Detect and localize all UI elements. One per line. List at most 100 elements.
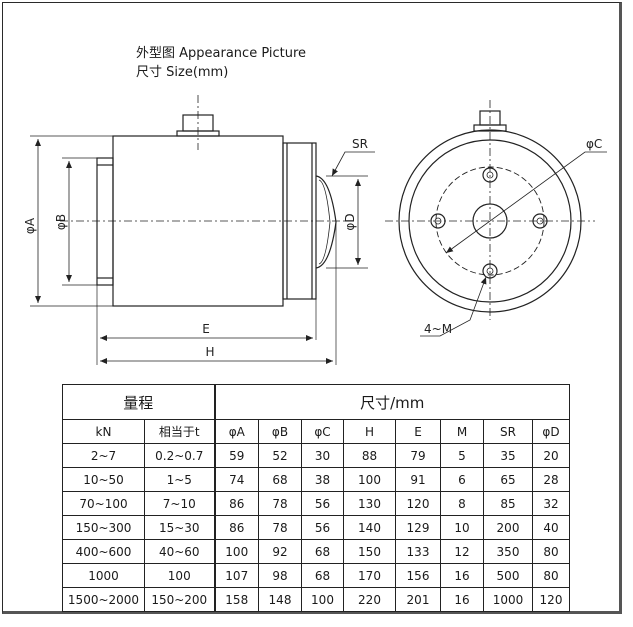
table-cell: 133 [395, 539, 441, 564]
table-cell: 100 [213, 539, 259, 564]
table-cell: 28 [532, 467, 570, 492]
table-cell: 6 [440, 467, 484, 492]
table-cell: 88 [343, 443, 396, 468]
table-cell: 78 [258, 515, 302, 540]
table-cell: 100 [301, 587, 344, 612]
table-cell: 107 [213, 563, 259, 588]
table-cell: 156 [395, 563, 441, 588]
table-cell: 10 [440, 515, 484, 540]
table-cell: 35 [483, 443, 533, 468]
table-cell: 148 [258, 587, 302, 612]
table-cell: 129 [395, 515, 441, 540]
table-cell: 400~600 [62, 539, 145, 564]
table-cell: 98 [258, 563, 302, 588]
table-row: 10~50 1~5 74 68 38 100 91 6 65 28 [62, 467, 570, 492]
table-cell: 200 [483, 515, 533, 540]
size-group-header: 尺寸/mm [213, 384, 570, 420]
table-cell: 16 [440, 563, 484, 588]
table-group-header: 量程 尺寸/mm [62, 384, 570, 420]
table-cell: 30 [301, 443, 344, 468]
table-row: 400~600 40~60 100 92 68 150 133 12 350 8… [62, 539, 570, 564]
table-cell: 350 [483, 539, 533, 564]
table-cell: 78 [258, 491, 302, 516]
dimension-table: 量程 尺寸/mm kN 相当于t φA φB φC H E M SR φD 2~… [62, 384, 570, 612]
table-cell: 130 [343, 491, 396, 516]
col-header: φC [301, 419, 344, 444]
table-cell: 1500~2000 [62, 587, 145, 612]
table-cell: 91 [395, 467, 441, 492]
figure-header: 外型图 Appearance Picture 尺寸 Size(mm) [136, 44, 306, 82]
table-cell: 120 [395, 491, 441, 516]
table-row: 1000 100 107 98 68 170 156 16 500 80 [62, 563, 570, 588]
front-connector-flange [473, 124, 507, 132]
dim-label-D: φD [343, 213, 357, 230]
col-header: H [343, 419, 396, 444]
table-cell: 59 [213, 443, 259, 468]
table-cell: 20 [532, 443, 570, 468]
table-row: 70~100 7~10 86 78 56 130 120 8 85 32 [62, 491, 570, 516]
dim-label-H: H [205, 345, 214, 359]
table-cell: 74 [213, 467, 259, 492]
holes-label: 4~M [424, 322, 452, 336]
table-cell: 5 [440, 443, 484, 468]
table-cell: 40 [532, 515, 570, 540]
dim-label-SR: SR [352, 137, 368, 151]
table-cell: 10~50 [62, 467, 145, 492]
table-cell: 40~60 [144, 539, 215, 564]
table-cell: 7~10 [144, 491, 215, 516]
table-row: 1500~2000 150~200 158 148 100 220 201 16… [62, 587, 570, 612]
table-cell: 150~300 [62, 515, 145, 540]
technical-drawing: φA φB φD SR E H φC 4~M [23, 95, 607, 365]
table-cell: 65 [483, 467, 533, 492]
table-cell: 56 [301, 491, 344, 516]
table-cell: 1~5 [144, 467, 215, 492]
table-cell: 79 [395, 443, 441, 468]
col-header: E [395, 419, 441, 444]
left-ring [96, 157, 114, 286]
table-cell: 85 [483, 491, 533, 516]
table-cell: 140 [343, 515, 396, 540]
table-cell: 68 [301, 563, 344, 588]
col-header: 相当于t [144, 419, 215, 444]
table-cell: 8 [440, 491, 484, 516]
side-view [30, 95, 375, 365]
table-cell: 32 [532, 491, 570, 516]
table-cell: 12 [440, 539, 484, 564]
table-cell: 220 [343, 587, 396, 612]
table-row: 150~300 15~30 86 78 56 140 129 10 200 40 [62, 515, 570, 540]
table-cell: 70~100 [62, 491, 145, 516]
table-cell: 1000 [483, 587, 533, 612]
table-cell: 38 [301, 467, 344, 492]
dim-label-E: E [202, 322, 210, 336]
table-column-header: kN 相当于t φA φB φC H E M SR φD [62, 419, 570, 444]
table-cell: 150 [343, 539, 396, 564]
appearance-title: 外型图 Appearance Picture [136, 46, 307, 61]
dim-label-B: φB [54, 214, 68, 230]
table-cell: 80 [532, 563, 570, 588]
table-cell: 500 [483, 563, 533, 588]
front-view [385, 100, 607, 337]
table-cell: 2~7 [62, 443, 145, 468]
dim-label-A: φA [23, 217, 37, 234]
dim-label-C: φC [586, 137, 602, 151]
table-cell: 0.2~0.7 [144, 443, 215, 468]
table-cell: 52 [258, 443, 302, 468]
table-cell: 86 [213, 491, 259, 516]
table-cell: 86 [213, 515, 259, 540]
table-cell: 56 [301, 515, 344, 540]
spherical-cap [315, 175, 337, 269]
col-header: kN [62, 419, 145, 444]
range-group-header: 量程 [62, 384, 215, 420]
table-cell: 15~30 [144, 515, 215, 540]
table-cell: 16 [440, 587, 484, 612]
col-header: φA [213, 419, 259, 444]
col-header: φD [532, 419, 570, 444]
size-title: 尺寸 Size(mm) [136, 65, 229, 80]
table-cell: 100 [144, 563, 215, 588]
table-cell: 68 [258, 467, 302, 492]
table-cell: 100 [343, 467, 396, 492]
col-header: SR [483, 419, 533, 444]
table-cell: 201 [395, 587, 441, 612]
table-cell: 120 [532, 587, 570, 612]
col-header: M [440, 419, 484, 444]
